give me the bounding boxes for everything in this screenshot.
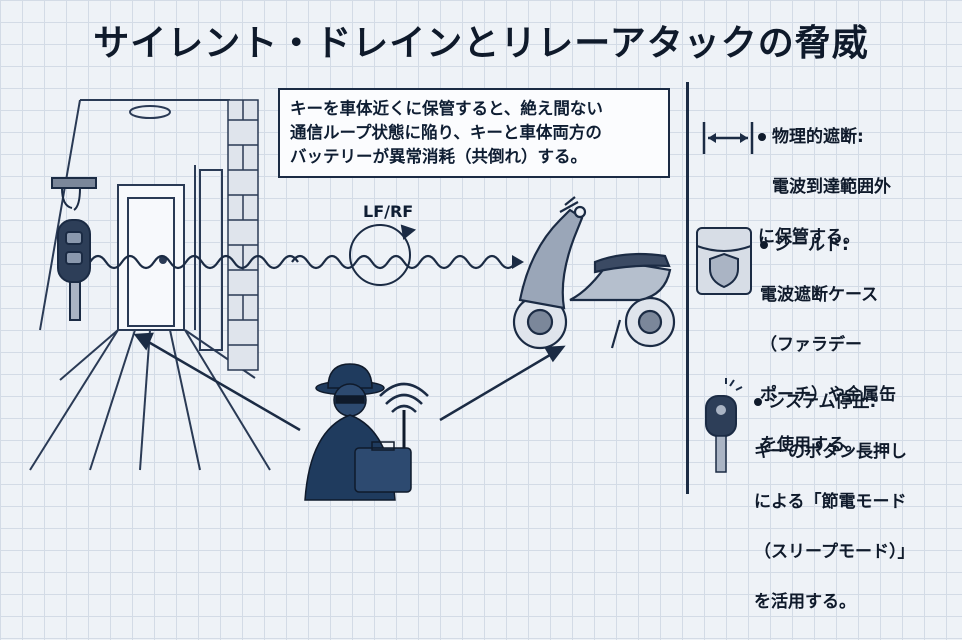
solution-line: による「節電モード	[754, 492, 907, 512]
bullet-dot	[758, 133, 766, 141]
section-divider	[686, 82, 689, 494]
loop-arrow-icon	[349, 224, 417, 286]
solution-line: を活用する。	[754, 592, 856, 612]
page-title: サイレント・ドレインとリレーアタックの脅威	[93, 23, 869, 64]
signal-label: LF/RF	[363, 202, 414, 221]
attacker-illustration	[304, 363, 429, 501]
note-line-3: バッテリーが異常消耗（共倒れ）する。	[290, 147, 587, 166]
signal-wave	[89, 254, 299, 270]
note-line-1: キーを車体近くに保管すると、絶え間ない	[290, 99, 603, 118]
relay-arrows	[133, 332, 566, 432]
solution-heading: システム停止:	[768, 392, 877, 412]
hanging-key-icon	[51, 177, 97, 321]
note-line-2: 通信ループ状態に陥り、キーと車体両方の	[290, 123, 602, 142]
solution-line: を使用する。	[760, 435, 862, 455]
key-fob-icon	[705, 378, 743, 473]
signal-wave-middle	[291, 254, 517, 270]
solution-line: 電波遮断ケース	[760, 285, 879, 305]
solution-line: キーのボタン長押し	[754, 442, 907, 462]
solution-line: 電波到達範囲外	[772, 177, 891, 197]
solution-heading: 物理的遮断:	[772, 127, 864, 147]
distance-arrow-icon	[702, 122, 754, 154]
solution-shield: シールド: 電波遮断ケース （ファラデー ポーチ）や金属缶 を使用する。	[760, 208, 896, 483]
solution-line: （スリープモード）」	[754, 542, 915, 562]
solution-line: ポーチ）や金属缶	[760, 385, 896, 405]
bullet-dot	[760, 241, 768, 249]
solution-system-stop: システム停止: キーのボタン長押し による「節電モード （スリープモード）」 を…	[754, 365, 914, 640]
scooter-illustration	[512, 196, 676, 350]
scene-illustration	[29, 99, 676, 501]
brick-wall	[227, 99, 259, 371]
hallway-illustration	[29, 99, 271, 471]
warning-note-box: キーを車体近くに保管すると、絶え間ない 通信ループ状態に陥り、キーと車体両方の …	[278, 88, 670, 178]
solution-line: （ファラデー	[760, 335, 862, 355]
solution-physical-block: 物理的遮断: 電波到達範囲外 に保管する。	[758, 100, 891, 275]
solution-line: に保管する。	[758, 227, 860, 247]
solution-heading: シールド:	[774, 235, 849, 255]
faraday-pouch-icon	[696, 227, 752, 295]
bullet-dot	[754, 398, 762, 406]
